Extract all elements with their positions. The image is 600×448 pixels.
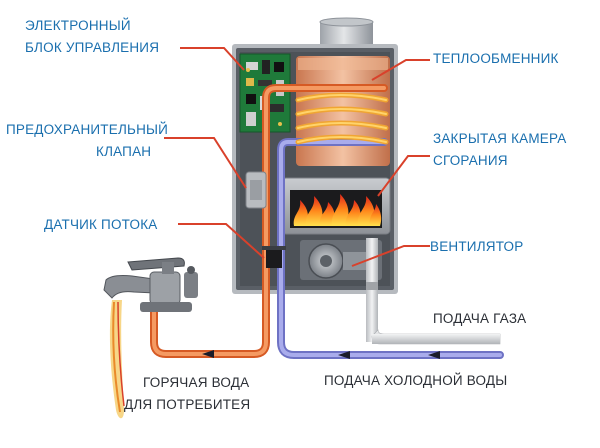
- flow-sensor: [262, 246, 286, 268]
- combustion-chamber-label-line1: ЗАКРЫТАЯ КАМЕРА: [433, 131, 567, 146]
- arrow-icon: [428, 351, 440, 359]
- control-unit-label-line2: БЛОК УПРАВЛЕНИЯ: [25, 40, 159, 55]
- hot-water-label-line2: ДЛЯ ПОТРЕБИТЕЯ: [124, 397, 250, 412]
- hot-water-pipe: [150, 84, 388, 358]
- combustion-chamber-label-line2: СГОРАНИЯ: [433, 153, 508, 168]
- faucet: [103, 257, 198, 419]
- gas-pipe: [366, 238, 501, 345]
- control-unit-label-line1: ЭЛЕКТРОННЫЙ: [25, 18, 131, 33]
- heat-exchanger-label: ТЕПЛООБМЕННИК: [433, 51, 559, 66]
- hot-water-label-line1: ГОРЯЧАЯ ВОДА: [143, 375, 249, 390]
- arrow-icon: [338, 351, 350, 359]
- gas-supply-label: ПОДАЧА ГАЗА: [433, 311, 526, 326]
- flow-sensor-label: ДАТЧИК ПОТОКА: [44, 217, 157, 232]
- safety-valve: [245, 171, 267, 209]
- fan: [300, 240, 382, 280]
- exchanger-coils: [295, 92, 389, 145]
- flow-arrows: [202, 350, 440, 359]
- fan-label: ВЕНТИЛЯТОР: [430, 239, 523, 254]
- arrow-icon: [202, 350, 214, 358]
- safety-valve-label-line1: ПРЕДОХРАНИТЕЛЬНЫЙ: [6, 122, 168, 137]
- leader-lines: [164, 47, 430, 267]
- cold-water-label: ПОДАЧА ХОЛОДНОЙ ВОДЫ: [324, 373, 507, 388]
- burner-flames: [293, 194, 382, 226]
- safety-valve-label-line2: КЛАПАН: [96, 144, 151, 159]
